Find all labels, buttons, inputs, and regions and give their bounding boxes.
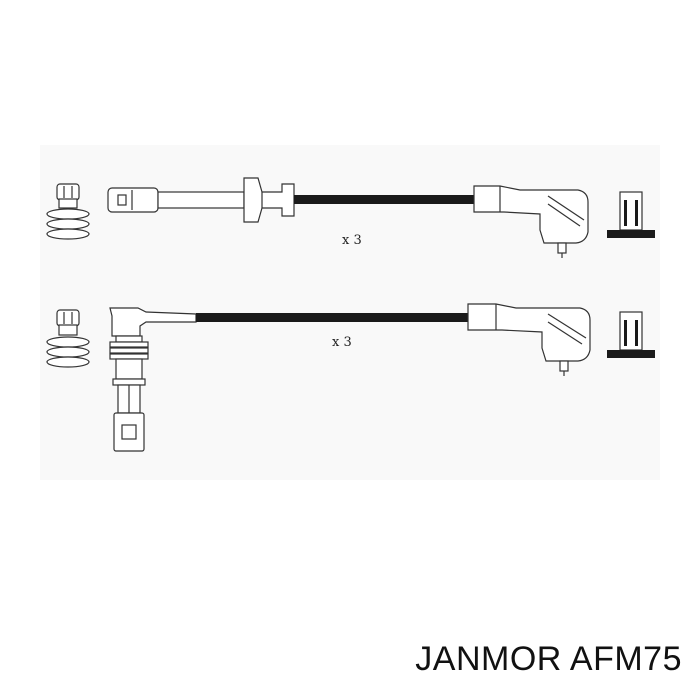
plug-end-connector xyxy=(107,177,295,223)
terminal-clip-icon xyxy=(607,191,655,238)
ignition-lead-1: x 3 xyxy=(46,177,655,258)
terminal-clip-icon xyxy=(607,311,655,358)
spark-plug-boot-icon xyxy=(46,183,90,240)
ignition-lead-2: x 3 xyxy=(46,303,655,452)
part-number: AFM75 xyxy=(569,640,682,678)
brand-name: JANMOR xyxy=(415,640,562,678)
lead-2-quantity-label: x 3 xyxy=(332,335,352,350)
lead-1-quantity-label: x 3 xyxy=(342,233,362,248)
product-caption: JANMOR AFM75 xyxy=(415,640,682,679)
ignition-cable xyxy=(196,313,468,322)
distributor-boot-connector xyxy=(467,303,591,376)
coil-connector xyxy=(109,307,197,452)
ignition-cable xyxy=(294,195,474,204)
distributor-boot-connector xyxy=(473,185,589,258)
spark-plug-boot-icon xyxy=(46,309,90,368)
